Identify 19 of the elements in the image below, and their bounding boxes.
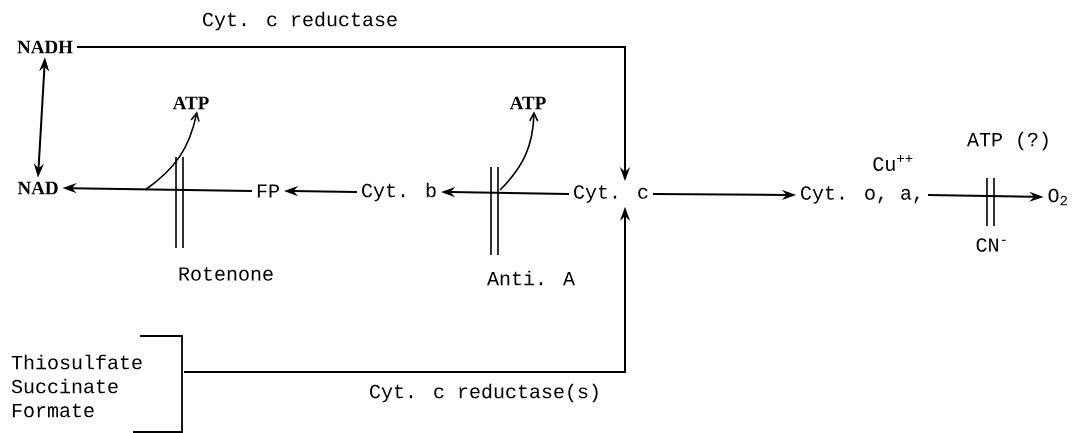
compound-label: ATP	[509, 96, 546, 110]
compound-label: NADH	[17, 40, 73, 54]
edge-label: Cyt. c reductase(s)	[367, 381, 603, 405]
text-label: ATP (?)	[967, 131, 1048, 151]
arrow	[144, 111, 200, 191]
carrier-label: Cyt. b	[362, 182, 436, 202]
carrier-label: FP	[257, 184, 279, 198]
carrier-label: O$_{2}$	[1048, 188, 1067, 206]
carrier-label: Cyt. c	[574, 185, 648, 203]
substrate-list: Thiosulfate Succinate Formate	[11, 354, 142, 418]
text-label: Rotenone	[179, 267, 273, 281]
compound-label: NAD	[17, 181, 58, 195]
carrier-label: Cyt. o, a,	[801, 186, 919, 204]
text-label: CN$^{-}$	[976, 238, 1006, 252]
compound-label: ATP	[172, 96, 209, 110]
arrow	[499, 111, 539, 191]
text-label: Anti. A	[487, 270, 575, 286]
edge-label: Cyt. c reductase	[200, 9, 400, 33]
text-label: Cu$^{++}$	[873, 155, 913, 171]
